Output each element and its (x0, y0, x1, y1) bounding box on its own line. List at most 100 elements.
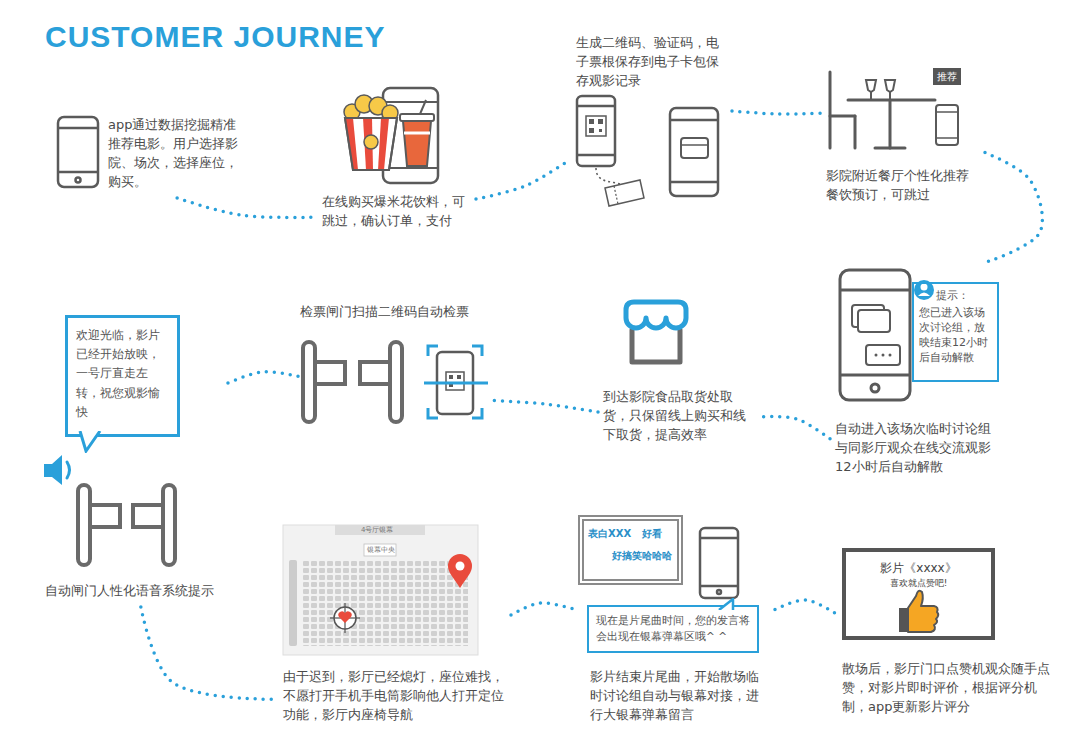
scanner-phone-icon (424, 346, 488, 418)
step-caption: app通过数据挖掘精准推荐电影。用户选择影院、场次，选择座位，购买。 (108, 116, 248, 191)
ticket-phone-icon (589, 119, 594, 124)
popcorn-icon (383, 101, 438, 103)
journey-step: 欢迎光临，影片已经开始放映，一号厅直走左转，祝您观影愉快自动闸门人性化语音系统提… (38, 310, 225, 607)
seat-map (302, 560, 468, 646)
journey-step: 表白XXX好看好搞笑哈哈哈现在是片尾曲时间，您的发言将会出现在银幕弹幕区哦^ ^… (575, 510, 775, 731)
voice-callout-text: 欢迎光临，影片已经开始放映，一号厅直走左转，祝您观影愉快 (76, 326, 171, 422)
popcorn-icon (404, 132, 430, 135)
person-icon (921, 284, 928, 291)
journey-connector (476, 160, 570, 199)
restaurant-icon (854, 116, 857, 148)
cinema-screen-text: 好看 (642, 527, 662, 542)
ticket-phone-icon (577, 105, 615, 108)
restaurant-icon (830, 115, 855, 118)
restaurant-icon (936, 111, 958, 113)
journey-step: 到达影院食品取货处取货，只保留线上购买和线下取货，提高效率 (598, 295, 763, 451)
step-caption: 由于迟到，影厅已经熄灯，座位难找，不愿打开手机手电筒影响他人打开定位功能，影厅内… (283, 668, 507, 725)
restaurant-icon (936, 105, 958, 145)
phone-icon (76, 178, 81, 183)
phone-icon (58, 171, 98, 174)
step-caption: 影院附近餐厅个性化推荐餐饮预订，可跳过 (826, 167, 981, 205)
callout-tail (78, 431, 104, 453)
chat-phone-icon (866, 345, 900, 365)
phone-icon (58, 127, 98, 130)
phone-icon (58, 117, 98, 187)
ticket-phone-icon (599, 129, 602, 132)
journey-connector (225, 372, 298, 384)
like-machine-screen-text: 影片《xxxx》 (846, 560, 991, 577)
seat-map (289, 560, 297, 646)
seat-map (335, 525, 425, 535)
scanner-phone-icon (446, 372, 464, 390)
journey-step: 影片《xxxx》喜欢就点赞吧!散场后，影厅门口点赞机观众随手点赞，对影片即时评价… (838, 543, 1057, 723)
cinema-screen-text: 表白XXX (588, 527, 631, 542)
journey-connector (494, 401, 598, 412)
step-caption: 检票闸门扫描二维码自动检票 (300, 303, 490, 322)
popcorn-icon (378, 118, 389, 170)
callout-tail (719, 599, 733, 610)
voice-gate-icon (133, 505, 163, 527)
speaker-icon (44, 455, 62, 485)
ticket-phone-icon (670, 181, 718, 184)
step-caption: 生成二维码、验证码，电子票根保存到电子卡包保存观影记录 (576, 34, 726, 91)
restaurant-icon (875, 147, 905, 150)
chat-phone-icon (858, 310, 890, 332)
tip-callout-text: 您已进入该场次讨论组，放映结束12小时后自动解散 (919, 306, 995, 365)
chat-phone-icon (871, 384, 879, 392)
voice-gate-icon (90, 505, 120, 527)
chat-phone-icon (840, 289, 910, 292)
scanner-phone-icon (424, 382, 488, 385)
restaurant-icon (870, 92, 872, 99)
page-title: CUSTOMER JOURNEY (45, 20, 386, 54)
chat-phone-icon (882, 354, 885, 357)
speaker-icon (67, 462, 70, 478)
thumbs-up-icon (908, 591, 938, 632)
journey-step: 生成二维码、验证码，电子票根保存到电子卡包保存观影记录 (570, 30, 732, 210)
tip-callout-text: 提示： (936, 288, 969, 304)
step-caption: 到达影院食品取货处取货，只保留线上购买和线下取货，提高效率 (603, 388, 755, 445)
journey-step: 检票闸门扫描二维码自动检票 (298, 303, 494, 425)
seat-map-label: 银幕中央 (367, 546, 395, 554)
pickup-icon (632, 330, 680, 362)
gate-icon (303, 342, 402, 422)
ticket-phone-icon (586, 116, 606, 136)
pickup-icon (626, 302, 686, 328)
danmaku-callout-text: 现在是片尾曲时间，您的发言将会出现在银幕弹幕区哦^ ^ (596, 612, 750, 645)
step-caption: 在线购买爆米花饮料，可跳过，确认订单，支付 (322, 193, 472, 231)
tip-callout: 提示： 您已进入该场次讨论组，放映结束12小时后自动解散 (912, 282, 999, 382)
restaurant-icon (885, 80, 895, 92)
voice-gate-icon (78, 485, 175, 565)
person-icon (918, 293, 930, 297)
ticket-phone-icon (670, 108, 718, 196)
recommend-tag: 推荐 (933, 68, 961, 85)
gate-icon (315, 362, 345, 384)
phone-icon (700, 585, 738, 588)
like-machine-screen: 影片《xxxx》喜欢就点赞吧! (842, 548, 995, 640)
popcorn-icon (400, 114, 434, 121)
seat-map (283, 525, 478, 655)
ticket-phone-icon (605, 180, 644, 206)
ticket-phone-icon (577, 154, 615, 157)
popcorn-icon (420, 100, 426, 114)
ticket-phone-icon (577, 96, 718, 206)
chat-phone-icon (875, 354, 878, 357)
chat-phone-icon (840, 374, 910, 377)
ticket-phone-icon (598, 119, 603, 124)
restaurant-icon (889, 100, 892, 148)
restaurant-icon (889, 92, 891, 99)
scanner-phone-icon (457, 375, 461, 379)
thumbs-up-icon (899, 608, 908, 632)
ticket-phone-icon (670, 119, 718, 122)
journey-step: 在线购买爆米花饮料，可跳过，确认订单，支付 (318, 85, 476, 237)
cinema-screen: 表白XXX好看好搞笑哈哈哈 (578, 515, 683, 585)
ticket-phone-icon (681, 144, 708, 146)
ticket-phone-icon (589, 128, 594, 133)
popcorn-icon (364, 135, 378, 149)
step-caption: 自动闸门人性化语音系统提示 (45, 582, 221, 601)
restaurant-icon (936, 137, 958, 139)
thumbs-up-icon (899, 591, 938, 632)
seat-map (338, 611, 351, 623)
phone-icon (700, 537, 738, 540)
